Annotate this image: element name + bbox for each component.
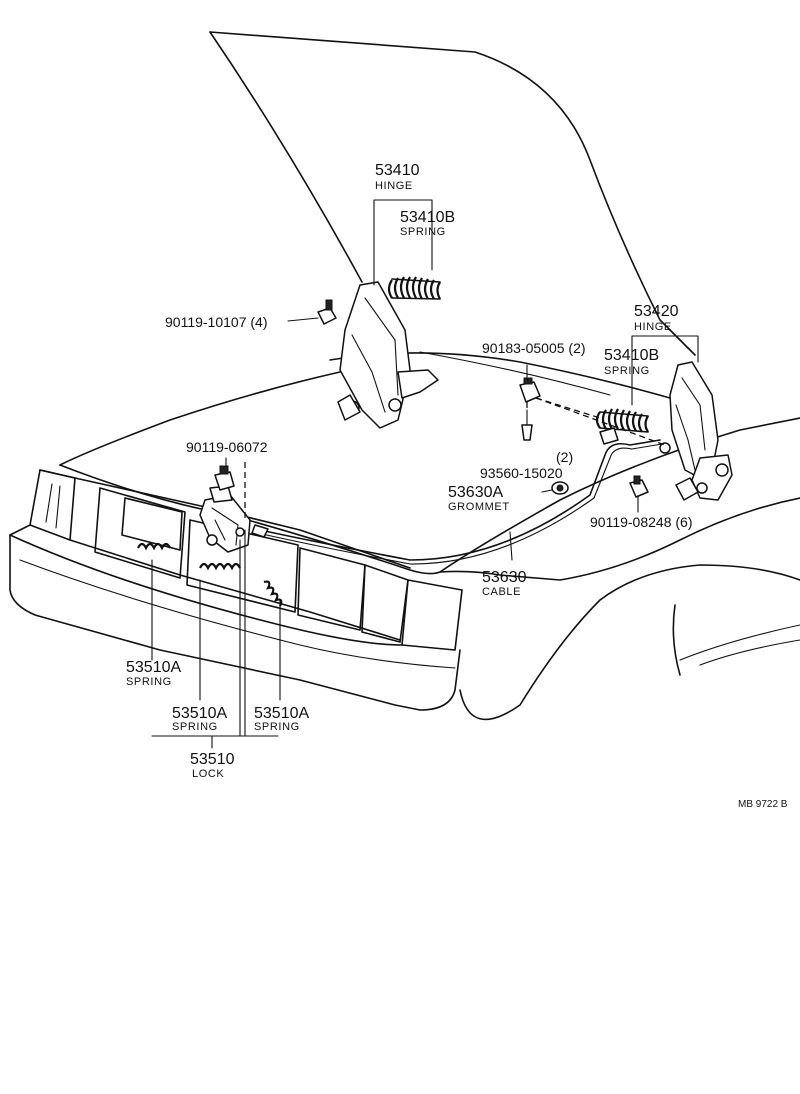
left-spring bbox=[387, 276, 441, 300]
label-spring-right-name: SPRING bbox=[604, 365, 650, 377]
corner-lamp bbox=[401, 579, 463, 651]
grommet-icon bbox=[551, 481, 569, 495]
vehicle-outline bbox=[9, 31, 800, 721]
hood-panel bbox=[209, 31, 696, 356]
clip-right-icon bbox=[519, 377, 541, 403]
label-grommet-name: GROMMET bbox=[448, 501, 510, 513]
hood-left-edge bbox=[209, 31, 363, 283]
headlamp-left bbox=[29, 469, 76, 541]
label-hinge-left-name: HINGE bbox=[375, 180, 413, 192]
label-spring-lock-3-name: SPRING bbox=[254, 721, 300, 733]
label-grommet-number: 53630A bbox=[448, 484, 503, 501]
hood-lock bbox=[199, 485, 251, 553]
label-hinge-right-number: 53420 bbox=[634, 303, 679, 320]
bolt-left-icon bbox=[287, 299, 337, 325]
headlamp-left-inner bbox=[45, 483, 61, 529]
release-cable bbox=[251, 427, 663, 565]
label-clip-right: 90183-05005 (2) bbox=[482, 340, 586, 356]
bumper bbox=[9, 534, 461, 711]
label-lock-name: LOCK bbox=[192, 768, 224, 780]
bolt-lock-icon bbox=[214, 465, 235, 491]
cowl-inner bbox=[419, 351, 611, 396]
label-lock-number: 53510 bbox=[190, 751, 235, 768]
bumper-line bbox=[19, 559, 456, 669]
grille-panel-2 bbox=[121, 497, 183, 551]
headlamp-right-2 bbox=[361, 564, 409, 643]
label-bolt-lock: 90119-06072 bbox=[186, 439, 268, 455]
bolt-right-icon bbox=[629, 475, 649, 498]
drawing-code: MB 9722 B bbox=[738, 799, 788, 810]
label-clip-qty: (2) bbox=[556, 449, 573, 465]
label-hinge-right-name: HINGE bbox=[634, 321, 672, 333]
label-spring-lock-1-number: 53510A bbox=[126, 659, 181, 676]
headlamp-right bbox=[297, 547, 366, 631]
label-cable-number: 53630 bbox=[482, 569, 527, 586]
lock-spring-1 bbox=[137, 542, 171, 551]
label-bolt-left: 90119-10107 (4) bbox=[165, 314, 267, 330]
clip-part-icon bbox=[521, 409, 533, 441]
right-spring bbox=[595, 408, 649, 433]
left-hinge bbox=[337, 281, 439, 429]
label-clip-part: 93560-15020 bbox=[480, 465, 563, 481]
label-spring-lock-2-number: 53510A bbox=[172, 705, 227, 722]
grille-panel-1 bbox=[94, 487, 186, 579]
wheel-arch bbox=[459, 564, 800, 721]
leader-lines bbox=[151, 199, 699, 749]
bumper-top bbox=[9, 524, 403, 646]
label-spring-lock-2-name: SPRING bbox=[172, 721, 218, 733]
label-spring-lock-1-name: SPRING bbox=[126, 676, 172, 688]
label-spring-right-number: 53410B bbox=[604, 347, 659, 364]
label-hinge-left-number: 53410 bbox=[375, 162, 420, 179]
fender-crease bbox=[679, 624, 800, 666]
label-spring-lock-3-number: 53510A bbox=[254, 705, 309, 722]
right-hinge bbox=[659, 361, 733, 501]
label-spring-left-name: SPRING bbox=[400, 226, 446, 238]
wheel-arch-inner bbox=[672, 604, 681, 676]
part-labels: 53410 HINGE 53410B SPRING 90119-10107 (4… bbox=[126, 162, 788, 810]
lock-spring-2 bbox=[199, 562, 241, 571]
fender-top-left bbox=[59, 371, 341, 466]
label-cable-name: CABLE bbox=[482, 586, 521, 598]
label-spring-left-number: 53410B bbox=[400, 209, 455, 226]
hood-front-edge bbox=[59, 417, 800, 575]
label-bolt-right: 90119-08248 (6) bbox=[590, 514, 692, 530]
fender-side bbox=[439, 497, 800, 581]
